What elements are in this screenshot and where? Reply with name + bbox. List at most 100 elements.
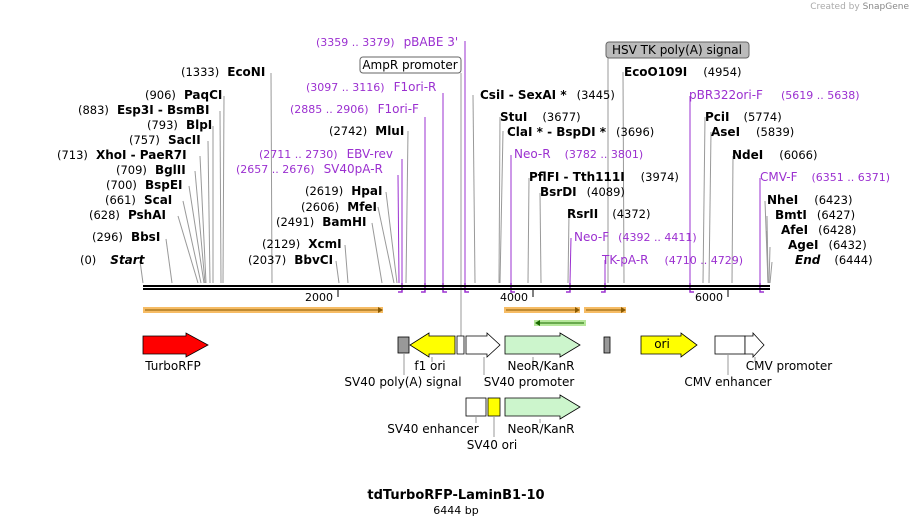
- enzyme-csii-pos: (3445): [577, 88, 615, 102]
- enzyme-end-name: End: [795, 253, 821, 267]
- enzyme-ecoo109i: EcoO109I(4954): [624, 65, 742, 79]
- primer-pbr322ori-f-range: (5619 .. 5638): [781, 89, 860, 102]
- enzyme-bglii-name: BglII: [155, 163, 186, 177]
- enzyme-asei-pos: (5839): [756, 125, 794, 139]
- enzyme-rsrii-pos: (4372): [612, 207, 650, 221]
- enzyme-end: End (6444): [795, 253, 873, 267]
- enzyme-paqci-pos: (906): [145, 88, 176, 102]
- hsv-tk-box: [605, 41, 750, 59]
- f1ori-feature: [409, 332, 456, 358]
- enzyme-bglii: (709)BglII: [116, 163, 186, 177]
- enzyme-bbvci-name: BbvCI: [294, 253, 333, 267]
- orf-arrow-rev: [535, 320, 540, 326]
- primer-ebv-rev: (2711 .. 2730)EBV-rev: [259, 147, 393, 161]
- enzyme-econi: (1333)EcoNI: [181, 65, 265, 79]
- primer-pbabe3-range: (3359 .. 3379): [316, 36, 395, 49]
- sv40-polya-label: SV40 poly(A) signal: [344, 375, 461, 389]
- enzyme-sacii: (757) SacII: [129, 133, 201, 147]
- enzyme-sacii-name: SacII: [168, 133, 201, 147]
- plasmid-title: tdTurboRFP-LaminB1-10: [367, 488, 544, 503]
- ampr-promoter-box-label: AmpR promoter: [362, 58, 457, 72]
- sv40-enhancer-label: SV40 enhancer: [387, 422, 478, 436]
- enzyme-bbvci: (2037)BbvCI: [248, 253, 333, 267]
- orf-arrow-2: [575, 307, 580, 313]
- ampr-promoter-box: [359, 56, 462, 74]
- hsv-tk-polya-feature: [603, 336, 611, 354]
- primer-ebv-rev-name: EBV-rev: [347, 147, 393, 161]
- enzyme-bbsi-name: BbsI: [131, 230, 160, 244]
- neokan-feature-2: [504, 394, 581, 420]
- sv40-polya-feature: [397, 336, 410, 354]
- primer-f1ori-r: (3097 .. 3116)F1ori-R: [306, 80, 436, 94]
- primer-neo-r-name: Neo-R: [514, 147, 551, 161]
- enzyme-pflfi: PflFI - Tth111I(3974): [529, 170, 679, 184]
- enzyme-asei-name: AseI: [711, 125, 740, 139]
- ori-feature: [640, 332, 698, 358]
- primer-cmv-f-name: CMV-F: [760, 170, 798, 184]
- sv40-ori-label: SV40 ori: [467, 438, 518, 452]
- primer-tk-pa-r: TK-pA-R(4710 .. 4729): [601, 253, 743, 267]
- primer-leader-lines: [397, 41, 761, 284]
- orf-arrow-1: [378, 307, 383, 313]
- enzyme-nhei-pos: (6423): [814, 193, 852, 207]
- enzyme-start-name: Start: [110, 253, 145, 267]
- orf-bars: [143, 307, 626, 326]
- enzyme-mlui-name: MluI: [375, 124, 404, 138]
- primer-cmv-f: CMV-F(6351 .. 6371): [760, 170, 890, 184]
- enzyme-blpi: (793)BlpI: [147, 118, 212, 132]
- enzyme-bsrdi: BsrDI(4089): [540, 185, 625, 199]
- enzyme-end-pos: (6444): [834, 253, 872, 267]
- enzyme-agei-pos: (6432): [828, 238, 866, 252]
- enzyme-hpai: (2619)HpaI: [305, 184, 382, 198]
- enzyme-bspei-name: BspEI: [145, 178, 183, 192]
- ruler-ticks: [337, 290, 729, 297]
- enzyme-xhoi: (713)XhoI - PaeR7I: [57, 148, 187, 162]
- enzyme-pshai: (628)PshAI: [89, 208, 166, 222]
- ori-label: ori: [654, 337, 670, 351]
- enzyme-sacii-pos: (757): [129, 133, 160, 147]
- sv40-ori-feature: [487, 397, 501, 417]
- enzyme-bamhi-pos: (2491): [276, 215, 314, 229]
- enzyme-clai-name: ClaI * - BspDI *: [507, 125, 607, 139]
- primer-f1ori-f: (2885 .. 2906)F1ori-F: [290, 102, 419, 116]
- primer-sv40pa-r-range: (2657 .. 2676): [236, 163, 315, 176]
- enzyme-econi-pos: (1333): [181, 65, 219, 79]
- enzyme-esp3i-pos: (883): [78, 103, 109, 117]
- feature-connectors: [403, 353, 756, 437]
- enzyme-bsrdi-pos: (4089): [587, 185, 625, 199]
- enzyme-mlui: (2742)MluI: [329, 124, 404, 138]
- primer-pbabe3: (3359 .. 3379) pBABE 3': [316, 35, 458, 49]
- enzyme-rsrii-name: RsrII: [567, 207, 598, 221]
- enzyme-clai-pos: (3696): [616, 125, 654, 139]
- enzyme-bmti: BmtI(6427): [775, 208, 855, 222]
- enzyme-pflfi-name: PflFI - Tth111I: [529, 170, 625, 184]
- enzyme-xcmi: (2129)XcmI: [262, 237, 342, 251]
- primer-neo-r: Neo-R(3782 .. 3801): [514, 147, 643, 161]
- enzyme-xhoi-pos: (713): [57, 148, 88, 162]
- enzyme-bamhi-name: BamHI: [322, 215, 366, 229]
- enzyme-bbsi: (296)BbsI: [92, 230, 160, 244]
- enzyme-agei: AgeI (6432): [788, 238, 867, 252]
- cmv-promoter-label: CMV promoter: [746, 359, 833, 373]
- backbone-bottom-strand: [143, 288, 770, 290]
- enzyme-afei: AfeI(6428): [781, 223, 856, 237]
- ruler-tick-2000: 2000: [305, 291, 333, 304]
- enzyme-start-pos: (0): [80, 253, 96, 267]
- sv40-promoter-feature: [465, 332, 501, 358]
- enzyme-csii-name: CsiI - SexAI *: [480, 88, 567, 102]
- neokan-feature: [504, 332, 581, 358]
- enzyme-scai-pos: (661): [105, 193, 136, 207]
- primer-f1ori-r-name: F1ori-R: [394, 80, 437, 94]
- ruler-tick-6000: 6000: [695, 291, 723, 304]
- enzyme-nhei: NheI(6423): [767, 193, 852, 207]
- enzyme-stui-pos: (3677): [542, 110, 580, 124]
- enzyme-pcii-name: PciI: [705, 110, 730, 124]
- cmv-enhancer-feature: [714, 335, 746, 355]
- enzyme-ndei-name: NdeI: [732, 148, 763, 162]
- enzyme-agei-name: AgeI: [788, 238, 818, 252]
- enzyme-esp3i-name: Esp3I - BsmBI: [117, 103, 209, 117]
- primer-pbabe3-name: pBABE 3': [404, 35, 459, 49]
- orf-arrow-3: [621, 307, 626, 313]
- enzyme-mfei: (2606)MfeI: [301, 200, 377, 214]
